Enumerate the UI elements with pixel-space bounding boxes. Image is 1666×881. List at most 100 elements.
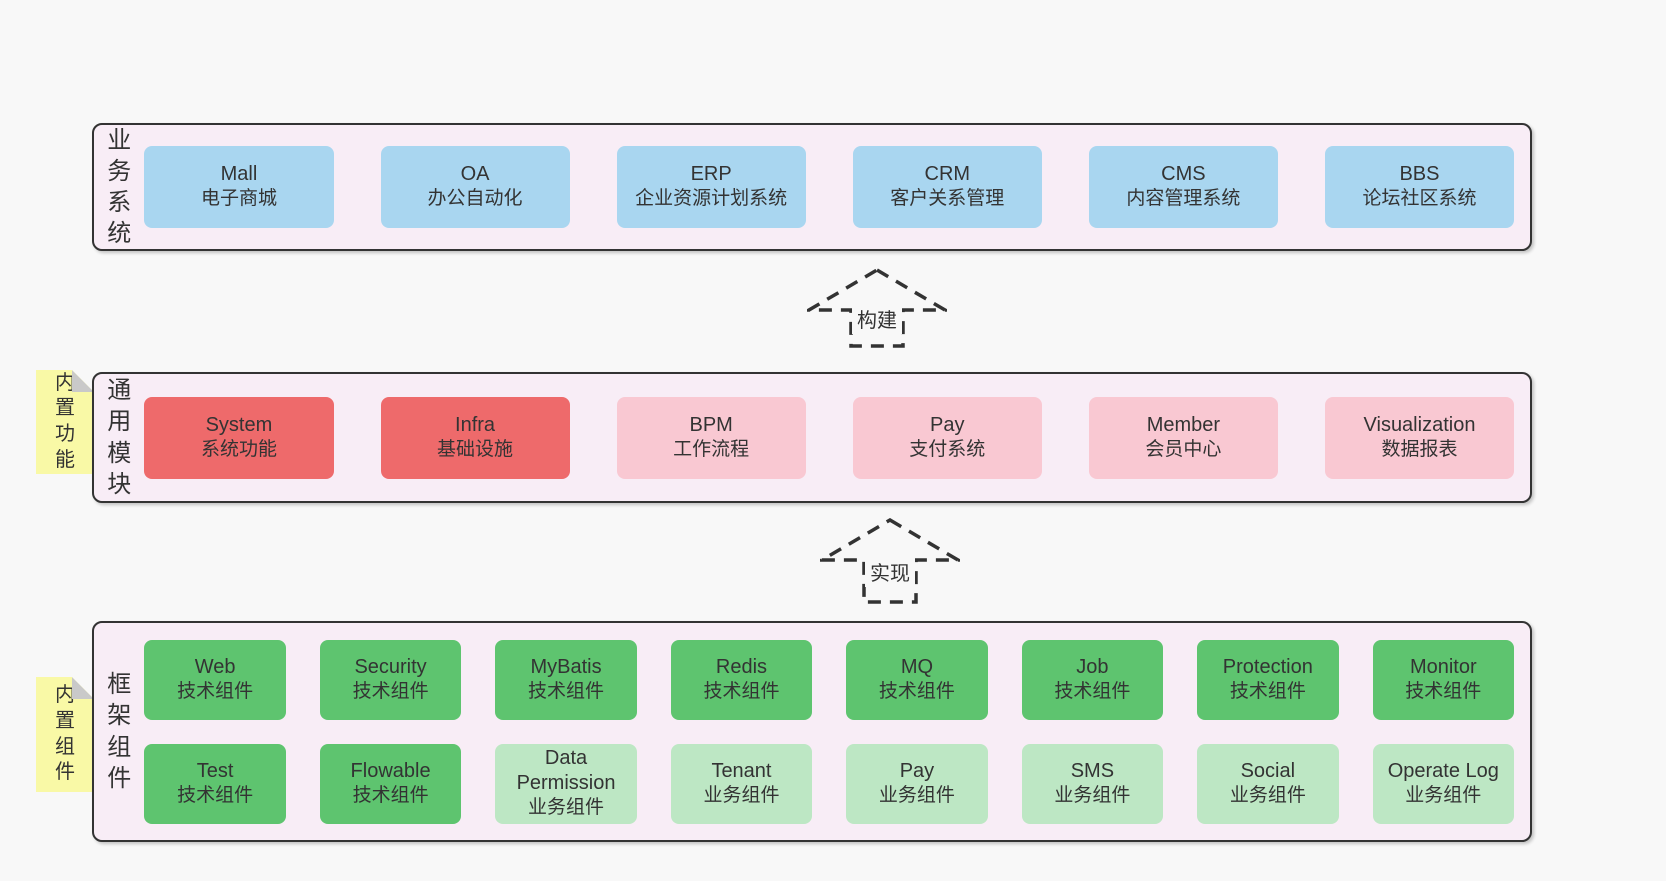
box-subtitle: 数据报表 — [1381, 438, 1458, 460]
box-oa: OA 办公自动化 — [380, 146, 570, 228]
up-block-arrow-icon — [820, 518, 960, 604]
band-label: 通用模块 — [107, 377, 132, 498]
up-block-arrow-icon — [807, 268, 947, 348]
box-subtitle: 业务组件 — [1229, 784, 1306, 806]
arrow-label: 构建 — [852, 303, 902, 335]
box-subtitle: 客户关系管理 — [890, 188, 1005, 210]
box-social: Social 业务组件 — [1197, 743, 1339, 824]
box-subtitle: 业务组件 — [878, 784, 955, 806]
box-title: CMS — [1161, 163, 1206, 186]
box-subtitle: 业务组件 — [528, 797, 605, 819]
box-security: Security 技术组件 — [319, 639, 462, 720]
sticky-note-label: 内置功能 — [55, 371, 75, 471]
band-label: 业务系统 — [107, 126, 132, 248]
box-pay-system: Pay 支付系统 — [852, 396, 1042, 479]
box-flowable: Flowable 技术组件 — [319, 743, 462, 824]
box-subtitle: 内容管理系统 — [1126, 188, 1241, 210]
box-title: SMS — [1070, 759, 1115, 782]
box-bbs: BBS 论坛社区系统 — [1324, 146, 1515, 228]
box-job: Job 技术组件 — [1021, 639, 1164, 720]
box-subtitle: 会员中心 — [1145, 438, 1222, 460]
box-test: Test 技术组件 — [144, 743, 286, 824]
box-protection: Protection 技术组件 — [1197, 639, 1339, 720]
box-subtitle: 技术组件 — [1229, 680, 1306, 702]
implement-arrow: 实现 — [820, 518, 960, 604]
box-subtitle: 技术组件 — [177, 784, 254, 806]
box-subtitle: 企业资源计划系统 — [635, 188, 788, 210]
box-title: Visualization — [1363, 413, 1476, 436]
box-title: Social — [1240, 759, 1296, 782]
box-subtitle: 业务组件 — [1054, 784, 1131, 806]
box-bpm: BPM 工作流程 — [616, 396, 806, 479]
box-tenant: Tenant 业务组件 — [670, 743, 813, 824]
box-redis: Redis 技术组件 — [670, 639, 813, 720]
box-erp: ERP 企业资源计划系统 — [616, 146, 806, 228]
framework-components-rows: Web 技术组件 Security 技术组件 MyBatis 技术组件 Redi… — [144, 639, 1515, 824]
box-title: Web — [194, 655, 236, 678]
box-title: Member — [1146, 413, 1221, 436]
box-visualization: Visualization 数据报表 — [1324, 396, 1515, 479]
box-mall: Mall 电子商城 — [144, 146, 334, 228]
box-subtitle: 技术组件 — [352, 784, 429, 806]
box-subtitle: 电子商城 — [200, 188, 277, 210]
fold-corner-icon — [72, 677, 94, 699]
box-title: Security — [354, 655, 427, 678]
box-subtitle: 技术组件 — [177, 680, 254, 702]
box-title: BBS — [1399, 163, 1440, 186]
box-subtitle: 基础设施 — [437, 438, 514, 460]
box-subtitle: 技术组件 — [1405, 680, 1482, 702]
business-systems-row: Mall 电子商城 OA 办公自动化 ERP 企业资源计划系统 CRM 客户关系… — [144, 146, 1515, 228]
box-system: System 系统功能 — [144, 396, 334, 479]
box-title: OA — [460, 163, 490, 186]
band-business-systems: 业务系统 Mall 电子商城 OA 办公自动化 ERP 企业资源计划系统 CRM… — [92, 123, 1532, 251]
box-mybatis: MyBatis 技术组件 — [495, 639, 637, 720]
biz-components-row: Test 技术组件 Flowable 技术组件 Data Permission … — [144, 743, 1515, 824]
band-label: 框架组件 — [107, 671, 132, 792]
sticky-note-built-in-features: 内置功能 — [36, 370, 94, 474]
sticky-note-built-in-components: 内置组件 — [36, 677, 94, 792]
box-title: Protection — [1222, 655, 1313, 678]
common-modules-row: System 系统功能 Infra 基础设施 BPM 工作流程 Pay 支付系统… — [144, 396, 1515, 479]
box-cms: CMS 内容管理系统 — [1088, 146, 1278, 228]
box-title: Monitor — [1409, 655, 1477, 678]
box-monitor: Monitor 技术组件 — [1372, 639, 1515, 720]
box-subtitle: 技术组件 — [528, 680, 605, 702]
box-operate-log: Operate Log 业务组件 — [1372, 743, 1515, 824]
box-member: Member 会员中心 — [1088, 396, 1278, 479]
box-subtitle: 业务组件 — [1405, 784, 1482, 806]
box-web: Web 技术组件 — [144, 639, 286, 720]
box-title: Mall — [220, 163, 258, 186]
box-data-permission: Data Permission 业务组件 — [495, 743, 637, 824]
box-subtitle: 技术组件 — [878, 680, 955, 702]
box-infra: Infra 基础设施 — [380, 396, 570, 479]
sticky-note-label: 内置组件 — [55, 684, 75, 784]
band-common-modules: 通用模块 System 系统功能 Infra 基础设施 BPM 工作流程 Pay… — [92, 372, 1532, 503]
box-sms: SMS 业务组件 — [1021, 743, 1164, 824]
box-subtitle: 技术组件 — [1054, 680, 1131, 702]
arrow-label: 实现 — [865, 555, 915, 587]
box-subtitle: 系统功能 — [200, 438, 277, 460]
box-subtitle: 工作流程 — [673, 438, 750, 460]
box-title: Redis — [715, 655, 768, 678]
box-title: Operate Log — [1387, 759, 1499, 782]
box-title: Tenant — [711, 759, 772, 782]
band-framework-components: 框架组件 Web 技术组件 Security 技术组件 MyBatis 技术组件… — [92, 621, 1532, 842]
box-title: Pay — [930, 413, 965, 436]
box-title: Data Permission — [516, 747, 616, 795]
build-arrow: 构建 — [807, 268, 947, 348]
box-title: Test — [196, 759, 234, 782]
box-subtitle: 业务组件 — [703, 784, 780, 806]
box-title: System — [205, 413, 273, 436]
box-title: Pay — [899, 759, 935, 782]
box-subtitle: 支付系统 — [909, 438, 986, 460]
box-crm: CRM 客户关系管理 — [852, 146, 1042, 228]
box-title: Infra — [455, 413, 496, 436]
box-title: ERP — [690, 163, 732, 186]
box-title: CRM — [924, 163, 971, 186]
box-title: MyBatis — [530, 655, 602, 678]
box-mq: MQ 技术组件 — [846, 639, 988, 720]
box-title: BPM — [689, 413, 733, 436]
box-subtitle: 技术组件 — [703, 680, 780, 702]
box-subtitle: 技术组件 — [352, 680, 429, 702]
